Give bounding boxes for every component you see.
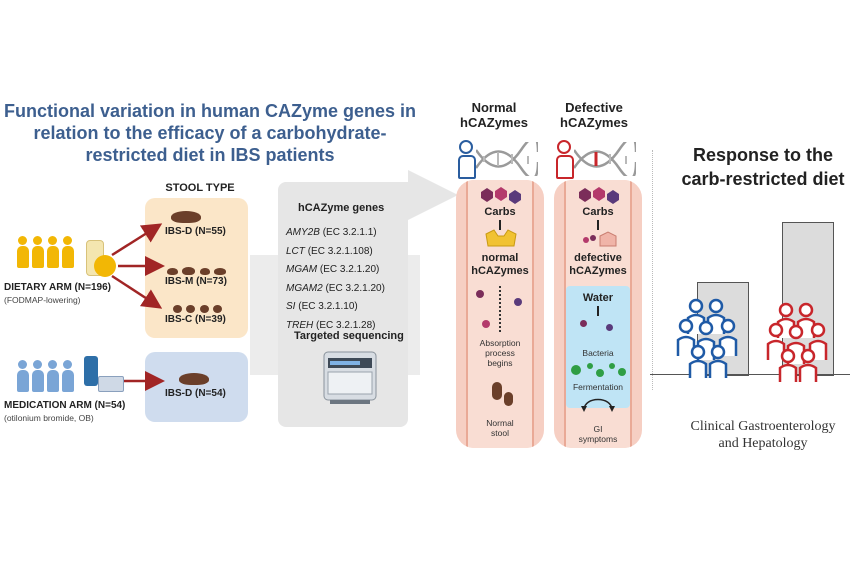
stool-icon [179, 372, 209, 385]
sequencing-label: Targeted sequencing [294, 330, 404, 342]
down-arrow-icon [597, 220, 599, 230]
gene-item: MGAM2 (EC 3.2.1.20) [286, 282, 385, 294]
stool-type-header: STOOL TYPE [165, 182, 235, 194]
carb-molecule-icon [606, 324, 613, 331]
red-group-icon [766, 302, 828, 382]
carb-molecule-icon [580, 320, 587, 327]
medication-arm-label: MEDICATION ARM (N=54) [4, 400, 126, 411]
figure-title: Functional variation in human CAZyme gen… [3, 101, 417, 165]
carb-molecules-icon [481, 187, 521, 204]
arrow-to-ibs-c [111, 274, 163, 309]
carb-molecules-icon [579, 187, 619, 204]
stool-icon [492, 382, 502, 400]
enzyme-icon [485, 229, 517, 247]
medication-patients-icon [16, 360, 74, 392]
dietary-arm-label: DIETARY ARM (N=196) [4, 282, 111, 293]
sequencer-icon [323, 351, 377, 404]
monosaccharide-icon [482, 320, 490, 328]
defective-person-icon [556, 140, 574, 180]
pill-pack-icon [98, 376, 124, 392]
stool-group-label: IBS-D (N=55) [165, 226, 226, 237]
gene-item: TREH (EC 3.2.1.28) [286, 319, 376, 331]
down-arrow-icon [499, 220, 501, 230]
gene-list: AMY2B (EC 3.2.1.1) LCT (EC 3.2.1.108) MG… [286, 224, 385, 335]
mutated-dna-icon [574, 142, 636, 176]
medicine-bottle-icon [84, 356, 98, 386]
down-arrow-icon [597, 306, 599, 316]
stool-lumps-icon [173, 300, 233, 313]
gene-item: LCT (EC 3.2.1.108) [286, 245, 373, 257]
dietary-arm-sublabel: (FODMAP-lowering) [4, 295, 81, 305]
stool-icon [504, 392, 513, 406]
gene-item: MGAM (EC 3.2.1.20) [286, 264, 380, 275]
defective-enzyme-icon [583, 231, 617, 247]
water-label: Water [582, 292, 614, 304]
normal-person-icon [458, 140, 476, 180]
stool-group-label: IBS-C (N=39) [165, 314, 226, 325]
cycle-arrows-icon [581, 398, 615, 412]
dietary-patients-icon [16, 236, 74, 268]
monosaccharide-icon [476, 290, 484, 298]
arrow-to-ibs-d [111, 223, 163, 257]
response-baseline [650, 374, 850, 375]
fermentation-label: Fermentation [572, 382, 624, 392]
bacteria-icon [571, 363, 626, 377]
gene-item: SI (EC 3.2.1.10) [286, 301, 358, 312]
monosaccharide-icon [514, 298, 522, 306]
bacteria-label: Bacteria [582, 348, 614, 358]
defective-carbs-label: Carbs [582, 206, 614, 218]
lemon-icon [94, 255, 116, 277]
stool-group-label: IBS-D (N=54) [165, 388, 226, 399]
absorption-arrow-icon [499, 286, 502, 332]
blue-group-icon [676, 298, 738, 378]
genes-header: hCAZyme genes [298, 202, 385, 214]
gene-item: AMY2B (EC 3.2.1.1) [286, 227, 377, 238]
dna-icon [476, 142, 538, 176]
medication-arm-sublabel: (otilonium bromide, OB) [4, 413, 94, 423]
normal-carbs-label: Carbs [484, 206, 516, 218]
stool-icon [171, 210, 201, 223]
section-divider [652, 150, 653, 390]
stool-group-label: IBS-M (N=73) [165, 276, 227, 287]
stool-pellets-icon [167, 262, 227, 275]
